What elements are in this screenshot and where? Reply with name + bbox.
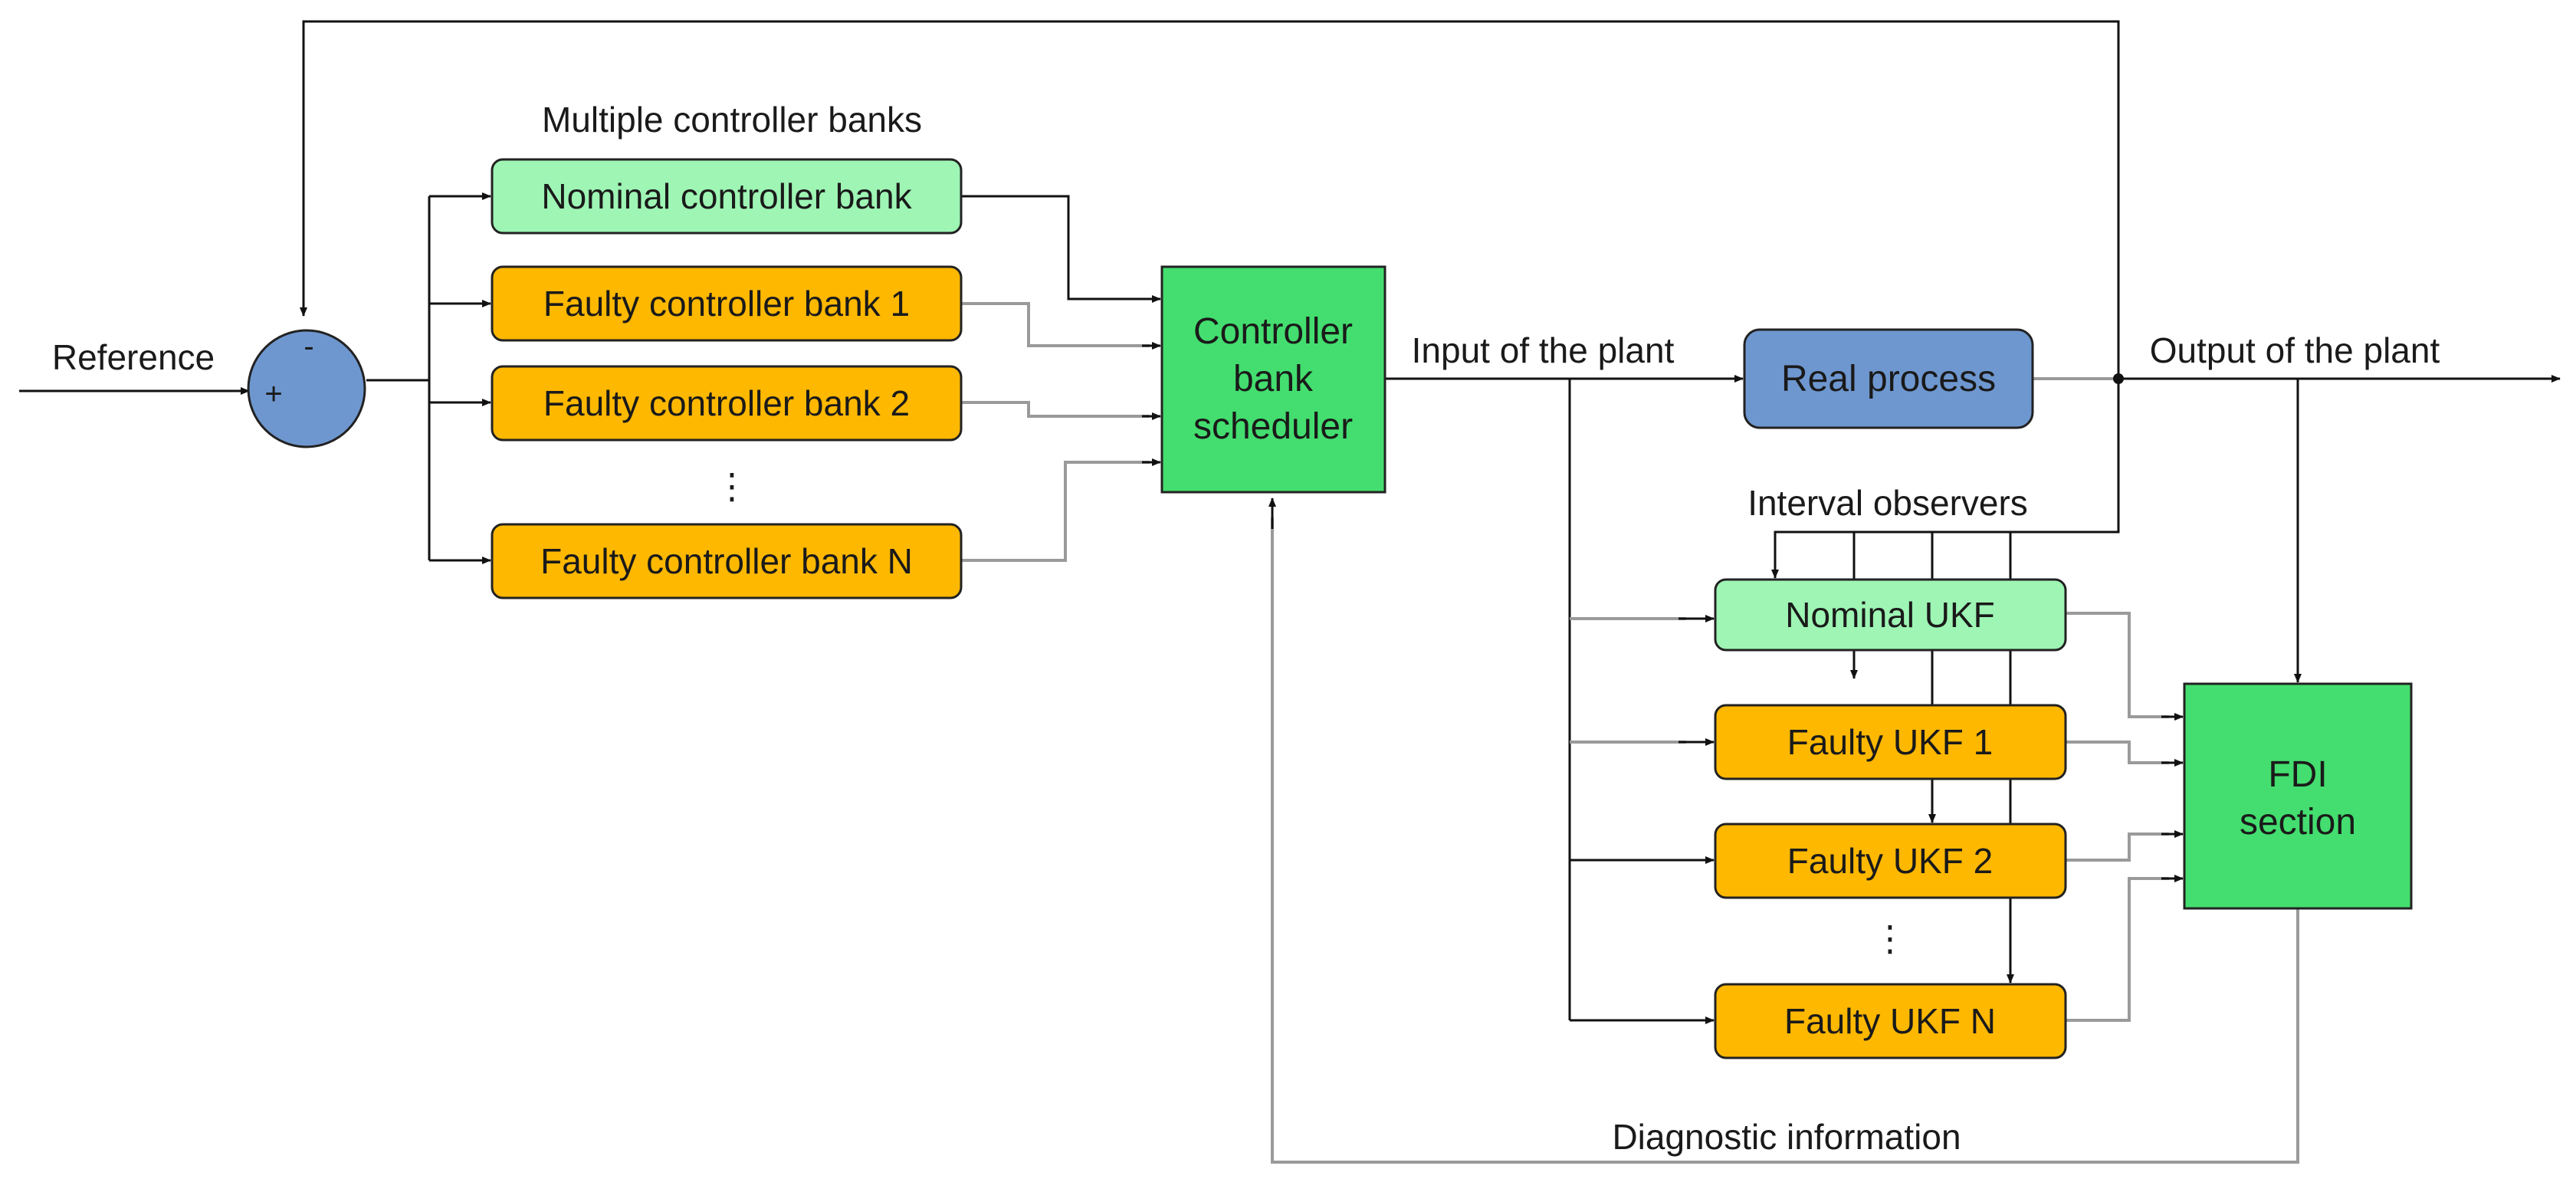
faulty-ukf-n: Faulty UKF N (1714, 983, 2067, 1059)
diagnostic-information-line (1271, 517, 2299, 1164)
nominal-ukf-to-fdi (2066, 612, 2169, 718)
output-to-observers (1771, 379, 2120, 579)
scheduler-label-line2: bank (1233, 359, 1314, 399)
faulty-controller-bank-1-label: Faulty controller bank 1 (543, 284, 910, 323)
faulty-ukf-n-label: Faulty UKF N (1784, 1001, 1996, 1041)
nominal-controller-bank: Nominal controller bank (491, 158, 963, 235)
faulty-controller-2-to-scheduler (961, 401, 1150, 418)
ukf-ellipsis: ⋮ (1872, 918, 1908, 958)
nominal-ukf: Nominal UKF (1714, 578, 2067, 652)
faulty-controller-bank-1: Faulty controller bank 1 (491, 265, 963, 342)
fdi-label-line2: section (2240, 802, 2356, 842)
fdi-section: FDI section (2183, 682, 2413, 910)
scheduler-label-line1: Controller (1193, 311, 1353, 352)
nominal-ukf-label: Nominal UKF (1785, 595, 1995, 635)
minus-sign: - (304, 330, 313, 363)
controller-bank-scheduler: Controller bank scheduler (1160, 265, 1386, 494)
controller-banks-ellipsis: ⋮ (714, 466, 750, 506)
input-of-the-plant-label: Input of the plant (1412, 330, 1675, 370)
plus-sign: + (264, 377, 282, 411)
faulty-ukf-1-to-fdi (2066, 741, 2169, 764)
feedback-loop-line (300, 20, 2120, 383)
faulty-ukf-n-to-fdi (2066, 877, 2169, 1022)
faulty-controller-1-to-scheduler (961, 302, 1150, 347)
real-process-label: Real process (1781, 359, 1996, 399)
faulty-controller-bank-n: Faulty controller bank N (491, 523, 963, 599)
diagnostic-information-label: Diagnostic information (1612, 1117, 1961, 1157)
faulty-ukf-1-label: Faulty UKF 1 (1787, 722, 1993, 762)
faulty-controller-bank-n-label: Faulty controller bank N (540, 541, 913, 581)
fdi-label-line1: FDI (2268, 754, 2327, 795)
faulty-ukf-2: Faulty UKF 2 (1714, 823, 2067, 899)
nominal-controller-to-scheduler (961, 195, 1161, 303)
output-of-the-plant-label: Output of the plant (2150, 330, 2440, 370)
reference-label: Reference (52, 337, 215, 377)
faulty-controller-bank-2: Faulty controller bank 2 (491, 365, 963, 442)
multiple-controller-banks-label: Multiple controller banks (542, 100, 922, 140)
connection-lines (19, 20, 2561, 1164)
real-process: Real process (1743, 328, 2034, 429)
faulty-controller-bank-2-label: Faulty controller bank 2 (543, 383, 910, 423)
nominal-controller-bank-label: Nominal controller bank (541, 176, 912, 216)
scheduler-label-line3: scheduler (1193, 406, 1353, 447)
faulty-controller-n-to-scheduler (961, 461, 1150, 562)
faulty-ukf-2-to-fdi (2066, 833, 2169, 862)
interval-observers-label: Interval observers (1747, 483, 2028, 523)
summing-junction: - + (247, 329, 366, 448)
faulty-ukf-2-label: Faulty UKF 2 (1787, 841, 1993, 881)
faulty-ukf-1: Faulty UKF 1 (1714, 704, 2067, 780)
